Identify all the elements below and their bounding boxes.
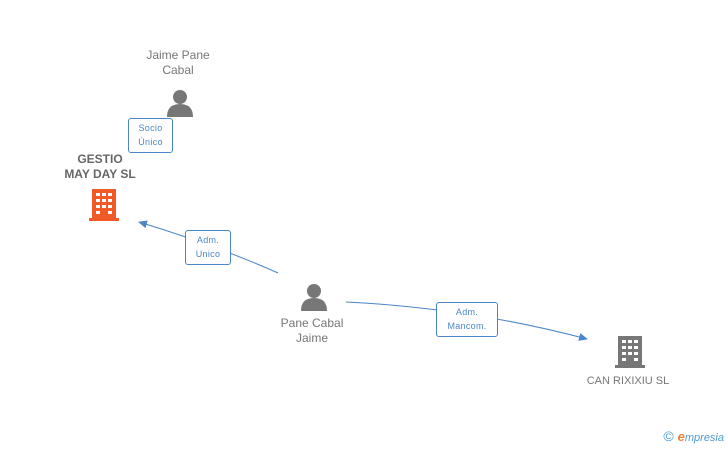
brand-name: mpresia — [684, 431, 724, 444]
person-center-label[interactable]: Pane Cabal Jaime — [280, 316, 344, 345]
edge-label-socio-unico: Socio Único — [128, 118, 173, 153]
building-icon[interactable] — [89, 189, 119, 221]
brand-logo: empresia — [678, 429, 724, 444]
company-main-label[interactable]: GESTIO MAY DAY SL — [64, 152, 136, 181]
person-icon[interactable] — [167, 90, 193, 117]
brand-initial: e — [677, 428, 685, 444]
company-right-label[interactable]: CAN RIXIXIU SL — [586, 375, 670, 387]
edge-label-adm-mancom: Adm. Mancom. — [436, 302, 498, 337]
copyright-icon: © — [663, 428, 674, 444]
building-icon[interactable] — [615, 336, 645, 368]
edge-label-adm-unico: Adm. Unico — [185, 230, 231, 265]
person-icon[interactable] — [301, 284, 327, 311]
person-top-label[interactable]: Jaime Pane Cabal — [146, 48, 210, 77]
footer-brand[interactable]: © empresia — [663, 428, 724, 444]
